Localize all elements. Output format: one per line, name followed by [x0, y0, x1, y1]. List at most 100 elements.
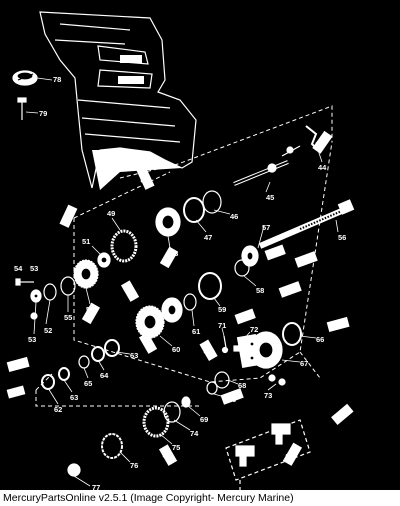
part-gear-50: [73, 259, 99, 289]
exploded-parts-diagram: 95 95 95 95 95 95 95 95 95 95 95 95 95 9…: [6, 11, 355, 490]
part-ring-52: [43, 283, 57, 301]
callout-50: 50: [86, 305, 94, 314]
tube-15: 95: [81, 302, 101, 325]
tube-16: 95: [312, 130, 333, 154]
kit-label-10: 95: [144, 341, 149, 346]
callout-74: 74: [190, 429, 199, 438]
callout-59: 59: [218, 305, 226, 314]
tube-14: 95: [158, 444, 178, 466]
part-gear-60: [135, 297, 183, 339]
kit-label-9: 95: [12, 363, 17, 368]
kit-label-6: 95: [284, 288, 289, 293]
callout-51: 51: [82, 237, 90, 246]
assembly-outline: [35, 105, 333, 407]
kit-label-17: 95: [11, 390, 16, 395]
callout-57: 57: [262, 223, 270, 232]
callout-78: 78: [53, 75, 61, 84]
callout-67: 67: [300, 359, 308, 368]
tube-6: 95: [278, 281, 302, 298]
callout-63a: 63: [130, 351, 138, 360]
callout-73: 73: [264, 391, 272, 400]
tube-11: 95: [220, 388, 244, 405]
part-ring-64: [91, 346, 105, 362]
callout-58: 58: [256, 286, 264, 295]
tube-17: 95: [6, 385, 26, 399]
kit-label-8: 95: [204, 349, 209, 354]
tube-19: 95: [264, 244, 286, 261]
part-bracket-pair: [235, 423, 291, 467]
part-ring-46: [202, 190, 222, 214]
callout-63b: 63: [70, 393, 78, 402]
callout-55: 55: [64, 313, 72, 322]
part-ring-47a: [183, 197, 205, 223]
callout-52: 52: [44, 326, 52, 335]
kit-label-7: 95: [332, 323, 337, 328]
callout-72: 72: [250, 325, 258, 334]
callout-61: 61: [192, 327, 200, 336]
callout-76: 76: [130, 461, 138, 470]
leader-lines: [25, 77, 339, 487]
part-ring-49: [110, 229, 138, 263]
tube-18: 95: [234, 308, 256, 325]
callout-68: 68: [238, 381, 246, 390]
part-gear-57: [241, 245, 259, 267]
tube-1: 95: [136, 166, 155, 190]
callout-56: 56: [338, 233, 346, 242]
callout-49: 49: [107, 209, 115, 218]
part-ring-70: [206, 381, 218, 395]
callout-54: 54: [14, 264, 23, 273]
callout-65: 65: [84, 379, 92, 388]
part-plug-77: [67, 463, 81, 477]
part-ring-63b: [104, 339, 120, 357]
part-bearing-48: [155, 207, 181, 237]
callout-numbers: 78 79 44 45 46 47 48 49 51 54 53 52 55 5…: [14, 75, 346, 490]
part-ring-63a: [58, 367, 70, 381]
tube-8: 95: [199, 339, 218, 361]
part-ring-59: [198, 272, 222, 300]
part-ring-55: [60, 276, 76, 296]
callout-62: 62: [54, 405, 62, 414]
part-ring-62: [41, 374, 55, 390]
part-propeller-shaft: [258, 199, 355, 249]
callout-47: 47: [204, 233, 212, 242]
tube-12: 95: [331, 403, 354, 425]
callout-70: 70: [228, 395, 236, 404]
callout-45: 45: [266, 193, 274, 202]
tube-2: 95: [59, 204, 78, 228]
callout-79: 79: [39, 109, 47, 118]
kit-label-15: 95: [85, 313, 90, 318]
kit-label-2: 95: [63, 215, 68, 220]
part-screw: [17, 97, 27, 120]
part-ring-69: [181, 396, 191, 408]
callout-64: 64: [100, 371, 109, 380]
tube-7: 95: [326, 316, 350, 333]
part-key-72: [233, 345, 240, 352]
kit-label-5: 95: [300, 258, 305, 263]
part-bolt-73: [268, 374, 286, 386]
callout-53b: 53: [28, 335, 36, 344]
callout-53a: 53: [30, 264, 38, 273]
part-pin-71: [221, 335, 229, 354]
bracket-box: [225, 419, 311, 490]
kit-label-16: 95: [316, 141, 321, 146]
gear-housing: [39, 11, 197, 190]
kit-label-19: 95: [269, 251, 274, 256]
part-bracket: [305, 125, 319, 151]
kit-label-1: 95: [141, 178, 146, 183]
part-ring-74: [163, 401, 181, 423]
kit-label-11: 95: [226, 395, 231, 400]
part-ring-75: [142, 406, 170, 438]
part-ring-61: [183, 293, 197, 311]
tube-3: 95: [159, 246, 179, 269]
callout-66: 66: [316, 335, 324, 344]
kit-label-4: 95: [126, 289, 131, 294]
kit-label-13: 95: [286, 453, 291, 458]
part-carrier-67: [236, 331, 283, 369]
callout-75: 75: [172, 443, 180, 452]
kit-label-18: 95: [239, 315, 244, 320]
tube-13: 95: [282, 442, 303, 466]
parts: [12, 70, 355, 490]
part-oring-66: [282, 322, 302, 346]
callout-48: 48: [170, 249, 178, 258]
sealant-tubes: 95 95 95 95 95 95 95 95 95 95 95 95 95 9…: [6, 130, 354, 466]
